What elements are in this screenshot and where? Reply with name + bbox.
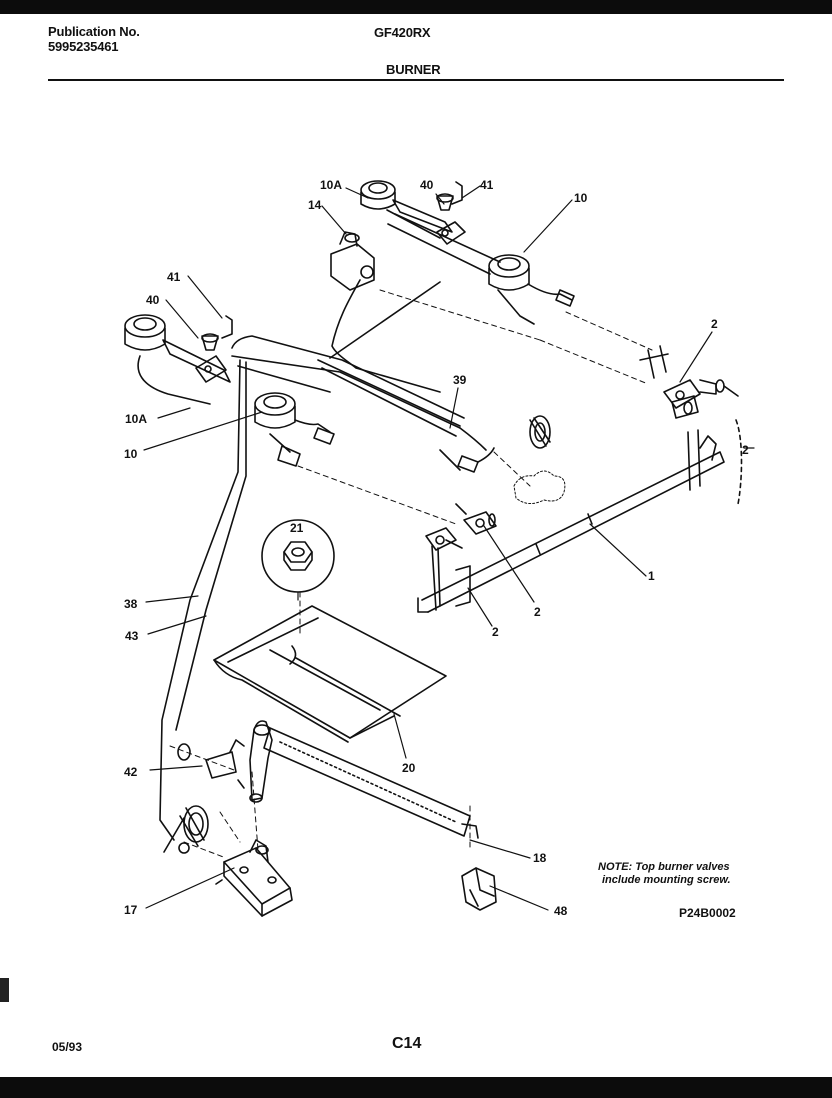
callout-18: 18 [533,851,547,865]
manifold-pipe [417,345,725,613]
leader-lines [143,185,755,911]
diagram-code: P24B0002 [679,906,736,920]
callout-40-top: 40 [420,178,434,192]
callout-14: 14 [308,198,322,212]
right-valve-lower [671,395,699,419]
section-title: BURNER [386,62,441,77]
callout-48: 48 [554,904,568,918]
support-bracket [461,867,497,911]
publication-number: 5995235461 [48,39,119,54]
callout-41-top: 41 [480,178,494,192]
header-rule [48,79,784,81]
note-line-1: NOTE: Top burner valves [598,861,730,873]
pilot-tube-38 [159,359,241,841]
oven-safety-valve [215,839,293,917]
model-number: GF420RX [374,25,431,40]
bottom-burner-tube [263,727,479,839]
burner-baffle [213,605,447,743]
callout-1: 1 [648,569,655,583]
igniter-flame-cloud [513,470,566,504]
pressure-regulator [330,231,375,291]
callout-10a-left: 10A [125,412,147,426]
bottom-scan-border [0,1077,832,1098]
pilot-tube-43 [175,361,247,731]
note-text: NOTE: Top burner valves include mounting… [598,861,731,887]
callout-10-left: 10 [124,447,138,461]
front-right-burner [254,392,335,467]
assembly-guide-lines [169,289,653,859]
front-left-burner-top [124,314,231,405]
rear-valve [436,181,466,245]
crossover-tube [317,359,461,437]
right-valve-upper [663,379,739,409]
callout-2-center: 2 [534,605,541,619]
gas-line-to-regulator [329,281,441,359]
callout-42: 42 [124,765,138,779]
callout-10-top: 10 [574,191,588,205]
scan-edge-mark [0,978,9,1002]
callout-10a-top: 10A [320,178,342,192]
rear-left-burner-top [360,180,453,239]
front-manifold [231,335,465,429]
callout-39: 39 [453,373,467,387]
callout-40-left: 40 [146,293,160,307]
callout-2-right: 2 [742,443,749,457]
front-to-rear-gas-line [439,427,487,471]
callout-38: 38 [124,597,138,611]
publication-label: Publication No. [48,24,140,39]
callout-43: 43 [125,629,139,643]
callout-17: 17 [124,903,138,917]
rear-manifold-tube [387,213,501,275]
valve-clamp-center [455,503,497,535]
front-valve [195,315,233,383]
orifice-hood [457,447,495,473]
thermostat-bulb [163,805,209,854]
footer-date: 05/93 [52,1040,83,1054]
rear-right-burner [488,254,575,325]
igniter-electrode [529,415,551,449]
page-number: C14 [392,1035,422,1052]
mixer-tube [249,720,273,803]
callout-21: 21 [290,521,304,535]
pilot-bracket [177,739,245,789]
callout-41-left: 41 [167,270,181,284]
note-line-2: include mounting screw. [602,874,731,886]
callout-2-lower: 2 [492,625,499,639]
top-scan-border [0,0,832,14]
callout-2-upper-right: 2 [711,317,718,331]
valve-clamp-front [425,527,471,611]
right-bracket-dashes [735,419,743,505]
callout-20: 20 [402,761,416,775]
